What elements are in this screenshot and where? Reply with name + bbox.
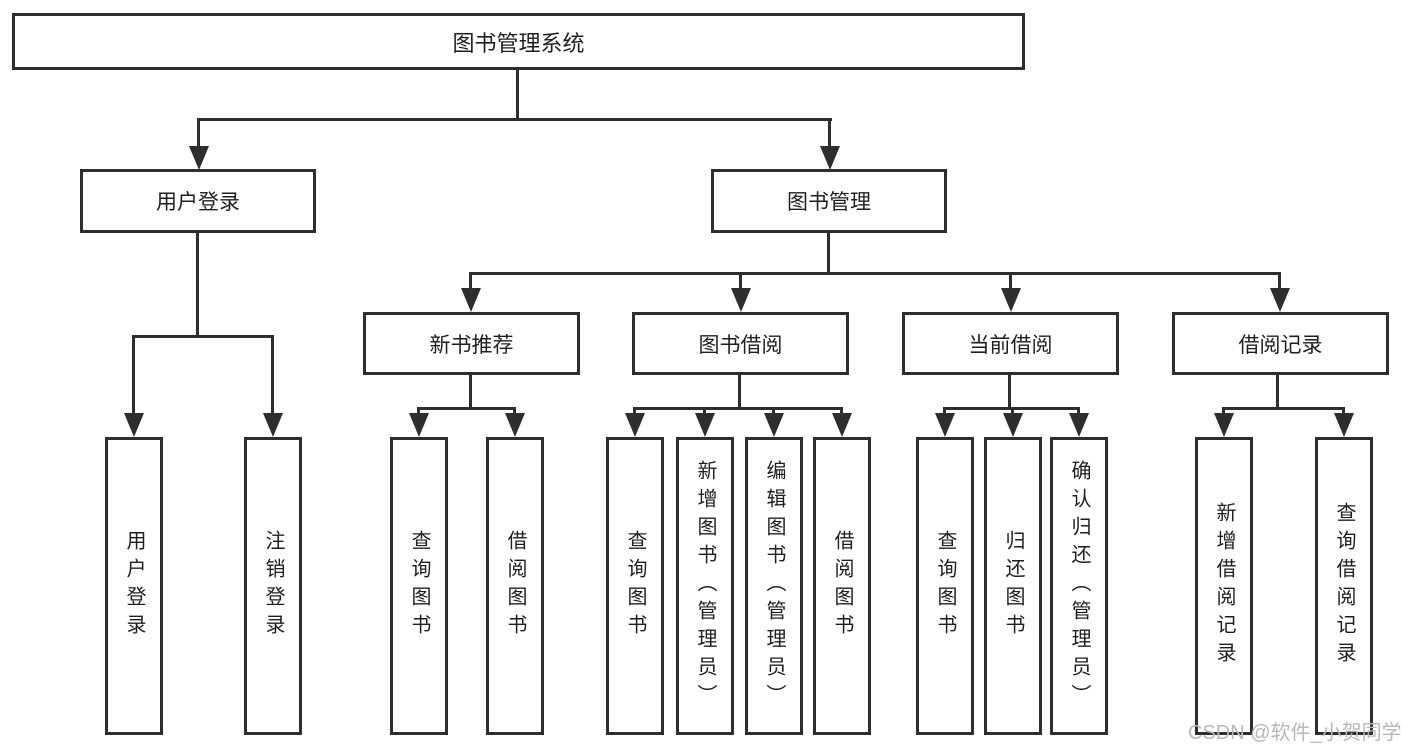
connector-line: [1278, 272, 1281, 288]
arrowhead-down-icon: [1001, 288, 1021, 312]
connector-line: [132, 335, 135, 413]
connector-line: [703, 407, 706, 415]
connector-line: [469, 272, 472, 288]
arrowhead-down-icon: [409, 413, 429, 437]
connector-line: [772, 407, 775, 415]
leaf-logout: 注销登录: [244, 437, 302, 735]
node-current-borrowing: 当前借阅: [902, 312, 1119, 375]
arrowhead-down-icon: [625, 413, 645, 437]
connector-line: [513, 407, 516, 415]
leaf-borrow-books-recommend: 借阅图书: [486, 437, 544, 735]
leaf-user-login: 用户登录: [105, 437, 163, 735]
node-label: 编辑图书（管理员）: [763, 460, 785, 712]
arrowhead-down-icon: [505, 413, 525, 437]
connector-line: [840, 407, 843, 415]
connector-line: [1224, 407, 1344, 410]
connector-line: [469, 375, 472, 407]
connector-line: [1011, 407, 1014, 415]
node-label: 查询图书: [408, 530, 430, 642]
connector-line: [1077, 407, 1080, 415]
node-label: 借阅图书: [504, 530, 526, 642]
node-label: 确认归还（管理员）: [1068, 460, 1090, 712]
connector-line: [943, 407, 946, 415]
connector-line: [1342, 407, 1345, 415]
arrowhead-down-icon: [124, 413, 144, 437]
connector-line: [470, 272, 1281, 275]
connector-line: [1222, 407, 1225, 415]
leaf-query-books-recommend: 查询图书: [390, 437, 448, 735]
node-label: 图书借阅: [698, 333, 783, 357]
node-label: 新增借阅记录: [1213, 502, 1235, 670]
arrowhead-down-icon: [832, 413, 852, 437]
node-label: 注销登录: [262, 530, 284, 642]
connector-line: [828, 118, 831, 146]
connector-line: [738, 375, 741, 407]
leaf-add-books-admin: 新增图书（管理员）: [676, 437, 734, 735]
node-label: 用户登录: [156, 191, 240, 214]
arrowhead-down-icon: [764, 413, 784, 437]
leaf-query-books-borrow: 查询图书: [606, 437, 664, 735]
node-label: 用户登录: [123, 530, 145, 642]
arrowhead-down-icon: [695, 413, 715, 437]
node-label: 图书管理系统: [452, 30, 585, 56]
leaf-return-books: 归还图书: [984, 437, 1042, 735]
leaf-add-borrow-record: 新增借阅记录: [1195, 437, 1253, 735]
connector-line: [417, 407, 420, 415]
node-label: 查询图书: [624, 530, 646, 642]
arrowhead-down-icon: [1214, 413, 1234, 437]
connector-line: [739, 272, 742, 288]
node-label: 新增图书（管理员）: [694, 460, 716, 712]
arrowhead-down-icon: [189, 146, 209, 170]
leaf-confirm-return-admin: 确认归还（管理员）: [1050, 437, 1108, 735]
arrowhead-down-icon: [461, 288, 481, 312]
node-label: 查询借阅记录: [1333, 502, 1355, 670]
connector-line: [827, 233, 830, 272]
connector-line: [419, 407, 515, 410]
watermark: CSDN @软件_小贺同学: [1188, 722, 1402, 744]
connector-line: [1009, 272, 1012, 288]
connector-line: [271, 335, 274, 413]
leaf-query-books-current: 查询图书: [916, 437, 974, 735]
node-label: 新书推荐: [429, 333, 514, 357]
connector-line: [197, 118, 200, 146]
arrowhead-down-icon: [935, 413, 955, 437]
connector-line: [635, 407, 842, 410]
node-user-login: 用户登录: [80, 169, 316, 233]
node-label: 当前借阅: [968, 333, 1053, 357]
connector-line: [196, 233, 199, 335]
node-borrowing-records: 借阅记录: [1172, 312, 1389, 375]
arrowhead-down-icon: [1069, 413, 1089, 437]
arrowhead-down-icon: [820, 146, 840, 170]
node-label: 归还图书: [1002, 530, 1024, 642]
leaf-query-borrow-record: 查询借阅记录: [1315, 437, 1373, 735]
node-label: 借阅记录: [1238, 333, 1323, 357]
arrowhead-down-icon: [263, 413, 283, 437]
connector-line: [1276, 375, 1279, 407]
arrowhead-down-icon: [731, 288, 751, 312]
arrowhead-down-icon: [1003, 413, 1023, 437]
node-label: 查询图书: [934, 530, 956, 642]
connector-line: [633, 407, 636, 415]
arrowhead-down-icon: [1270, 288, 1290, 312]
node-root-library-system: 图书管理系统: [12, 13, 1025, 70]
connector-line: [1008, 375, 1011, 407]
connector-line: [516, 70, 519, 118]
node-book-management: 图书管理: [711, 169, 947, 233]
leaf-edit-books-admin: 编辑图书（管理员）: [745, 437, 803, 735]
node-label: 借阅图书: [831, 530, 853, 642]
connector-line: [198, 118, 832, 121]
node-label: 图书管理: [787, 191, 871, 214]
arrowhead-down-icon: [1334, 413, 1354, 437]
node-book-borrowing: 图书借阅: [632, 312, 849, 375]
node-new-book-recommendation: 新书推荐: [363, 312, 580, 375]
leaf-borrow-books: 借阅图书: [813, 437, 871, 735]
connector-line: [134, 335, 273, 338]
